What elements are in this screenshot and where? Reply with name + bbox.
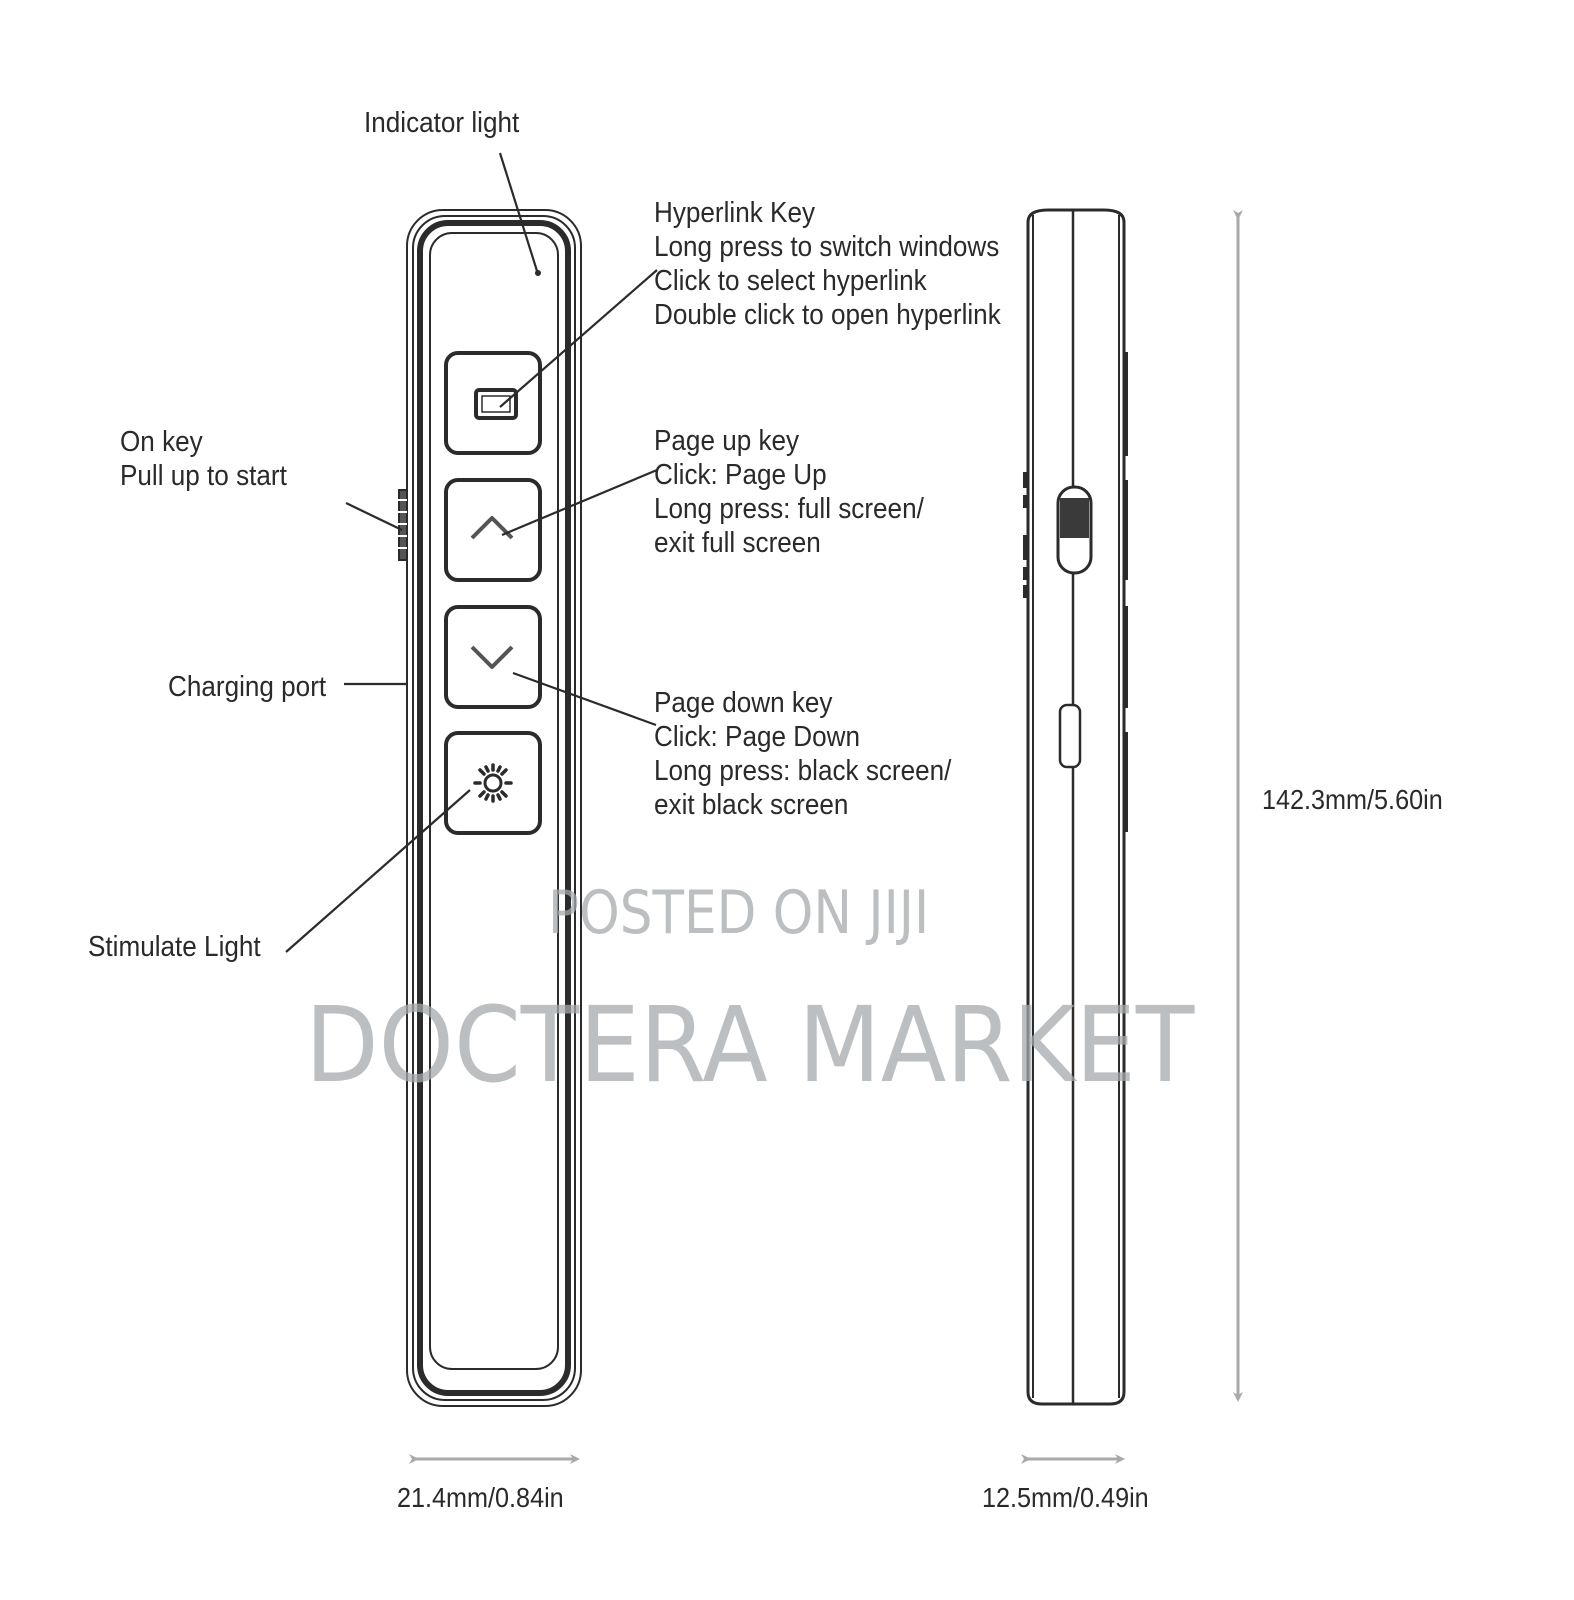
callout-title: Hyperlink Key (654, 197, 816, 229)
page-down-key-button (444, 605, 542, 709)
laser-key-button (444, 731, 542, 835)
side-view (1023, 208, 1128, 1406)
length-dimension-label: 142.3mm/5.60in (1262, 784, 1443, 815)
front-view (397, 209, 582, 1407)
watermark-store-name: DOCTERA MARKET (305, 984, 1195, 1106)
callout-line: Click to select hyperlink (654, 265, 927, 297)
hyperlink-key-button (444, 351, 542, 455)
dimension-arrows (409, 210, 1243, 1464)
callout-on-key: On key Pull up to start (120, 425, 287, 493)
callout-line: Double click to open hyperlink (654, 299, 1001, 331)
callout-hyperlink-key: Hyperlink Key Long press to switch windo… (654, 196, 1001, 332)
front-shell-outer (406, 209, 582, 1407)
callout-page-down-key: Page down key Click: Page Down Long pres… (654, 686, 951, 822)
side-body (1026, 208, 1126, 1406)
callout-title: Stimulate Light (88, 931, 261, 963)
sun-burst-icon (473, 763, 513, 803)
callout-stimulate-light: Stimulate Light (88, 930, 261, 964)
callout-page-up-key: Page up key Click: Page Up Long press: f… (654, 424, 924, 560)
callout-title: Charging port (168, 671, 327, 703)
leader-hyperlink-key (499, 269, 658, 408)
page-up-key-button (444, 478, 542, 582)
on-key-switch (397, 489, 408, 561)
callout-title: On key (120, 426, 203, 458)
chevron-down-icon (470, 645, 514, 669)
leader-stimulate-light (285, 789, 471, 953)
chevron-up-icon (470, 516, 514, 540)
callout-title: Page down key (654, 687, 833, 719)
callout-title: Page up key (654, 425, 800, 457)
front-bezel (417, 220, 571, 1396)
callout-line: Pull up to start (120, 460, 287, 492)
indicator-light-dot (535, 270, 541, 276)
leader-page-down-key (512, 671, 657, 727)
callout-line: Click: Page Up (654, 459, 827, 491)
callout-line: Click: Page Down (654, 721, 860, 753)
width-dimension-label: 21.4mm/0.84in (397, 1482, 564, 1513)
leader-lines (285, 152, 658, 953)
callout-line: Long press: black screen/ (654, 755, 952, 787)
callout-indicator-light: Indicator light (364, 106, 519, 140)
front-face (429, 232, 559, 1370)
leader-on-key (345, 502, 403, 531)
watermark-posted-on: POSTED ON JIJI (548, 878, 930, 948)
callout-line: Long press to switch windows (654, 231, 1000, 263)
callout-line: Indicator light (364, 107, 520, 139)
window-rect-icon (474, 388, 518, 420)
callout-line: exit full screen (654, 527, 821, 559)
front-shell-mid (412, 215, 576, 1401)
callout-charging-port: Charging port (168, 670, 326, 704)
leader-indicator-light (498, 152, 539, 272)
leader-page-up-key (501, 468, 658, 537)
side-charging-port (1058, 703, 1082, 769)
thickness-dimension-label: 12.5mm/0.49in (982, 1482, 1149, 1513)
callout-line: exit black screen (654, 789, 849, 821)
callout-line: Long press: full screen/ (654, 493, 924, 525)
